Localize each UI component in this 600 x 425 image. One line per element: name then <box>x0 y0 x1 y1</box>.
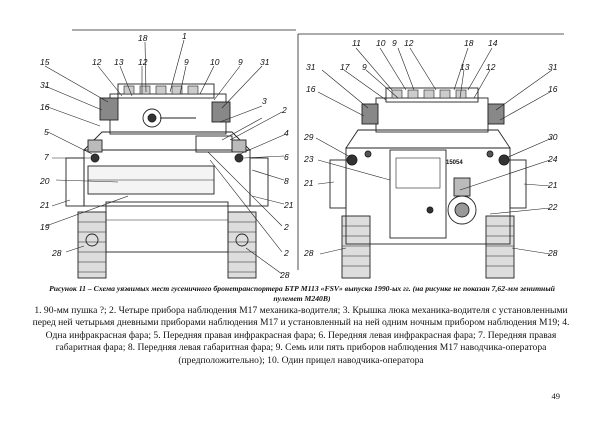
callout-number: 11 <box>352 38 361 48</box>
callout-number: 3 <box>262 96 267 106</box>
callout-number: 13 <box>460 62 470 72</box>
callout-number: 16 <box>306 84 316 94</box>
callout-number: 19 <box>40 222 50 232</box>
callout-number: 1 <box>182 31 187 41</box>
callout-number: 16 <box>548 84 558 94</box>
front-callout-numbers: 18 1 15 12 13 12 9 10 9 31 31 16 3 2 5 4… <box>39 31 294 280</box>
callout-number: 10 <box>210 57 220 67</box>
callout-number: 9 <box>392 38 397 48</box>
callout-number: 28 <box>51 248 62 258</box>
front-view-drawing <box>65 29 296 279</box>
figure-caption: Рисунок 11 – Схема уязвимых мест гусенич… <box>49 284 555 303</box>
callout-number: 31 <box>548 62 558 72</box>
callout-number: 6 <box>284 152 289 162</box>
callout-number: 16 <box>40 102 50 112</box>
callout-number: 7 <box>44 152 49 162</box>
callout-number: 28 <box>303 248 314 258</box>
page-number: 49 <box>551 391 561 401</box>
callout-number: 9 <box>184 57 189 67</box>
callout-number: 28 <box>547 248 558 258</box>
vehicle-diagram-figure: 15054 <box>39 29 564 280</box>
front-callout-leaders <box>44 39 287 275</box>
callout-number: 20 <box>39 176 50 186</box>
callout-number: 29 <box>303 132 314 142</box>
callout-number: 17 <box>340 62 350 72</box>
callout-number: 12 <box>404 38 414 48</box>
callout-number: 12 <box>486 62 496 72</box>
callout-number: 15 <box>40 57 50 67</box>
callout-number: 9 <box>238 57 243 67</box>
callout-number: 22 <box>547 202 558 212</box>
callout-number: 21 <box>39 200 50 210</box>
callout-number: 12 <box>138 57 148 67</box>
callout-number: 2 <box>283 222 289 232</box>
callout-number: 31 <box>306 62 316 72</box>
callout-number: 9 <box>362 62 367 72</box>
callout-number: 2 <box>283 248 289 258</box>
rear-callout-numbers: 11 10 9 12 18 14 31 17 9 13 12 31 16 16 … <box>303 38 558 258</box>
callout-number: 14 <box>488 38 498 48</box>
callout-number: 31 <box>260 57 270 67</box>
callout-number: 23 <box>303 154 314 164</box>
callout-number: 12 <box>92 57 102 67</box>
vulnerability-diagram: 15054 <box>39 29 564 280</box>
callout-number: 13 <box>114 57 124 67</box>
callout-number: 4 <box>284 128 289 138</box>
callout-number: 30 <box>548 132 558 142</box>
figure-legend: 1. 90-мм пушка ?; 2. Четыре прибора набл… <box>32 305 570 366</box>
rear-view-drawing <box>297 33 564 279</box>
callout-number: 8 <box>284 176 289 186</box>
callout-number: 24 <box>547 154 558 164</box>
callout-number: 21 <box>283 200 294 210</box>
callout-number: 21 <box>303 178 314 188</box>
callout-number: 2 <box>281 105 287 115</box>
callout-number: 10 <box>376 38 386 48</box>
callout-number: 18 <box>138 33 148 43</box>
callout-number: 28 <box>279 270 290 280</box>
rear-callout-leaders <box>315 47 553 255</box>
callout-number: 21 <box>547 180 558 190</box>
callout-number: 5 <box>44 127 49 137</box>
callout-number: 18 <box>464 38 474 48</box>
hull-plate-number: 15054 <box>446 160 463 166</box>
callout-number: 31 <box>40 80 50 90</box>
